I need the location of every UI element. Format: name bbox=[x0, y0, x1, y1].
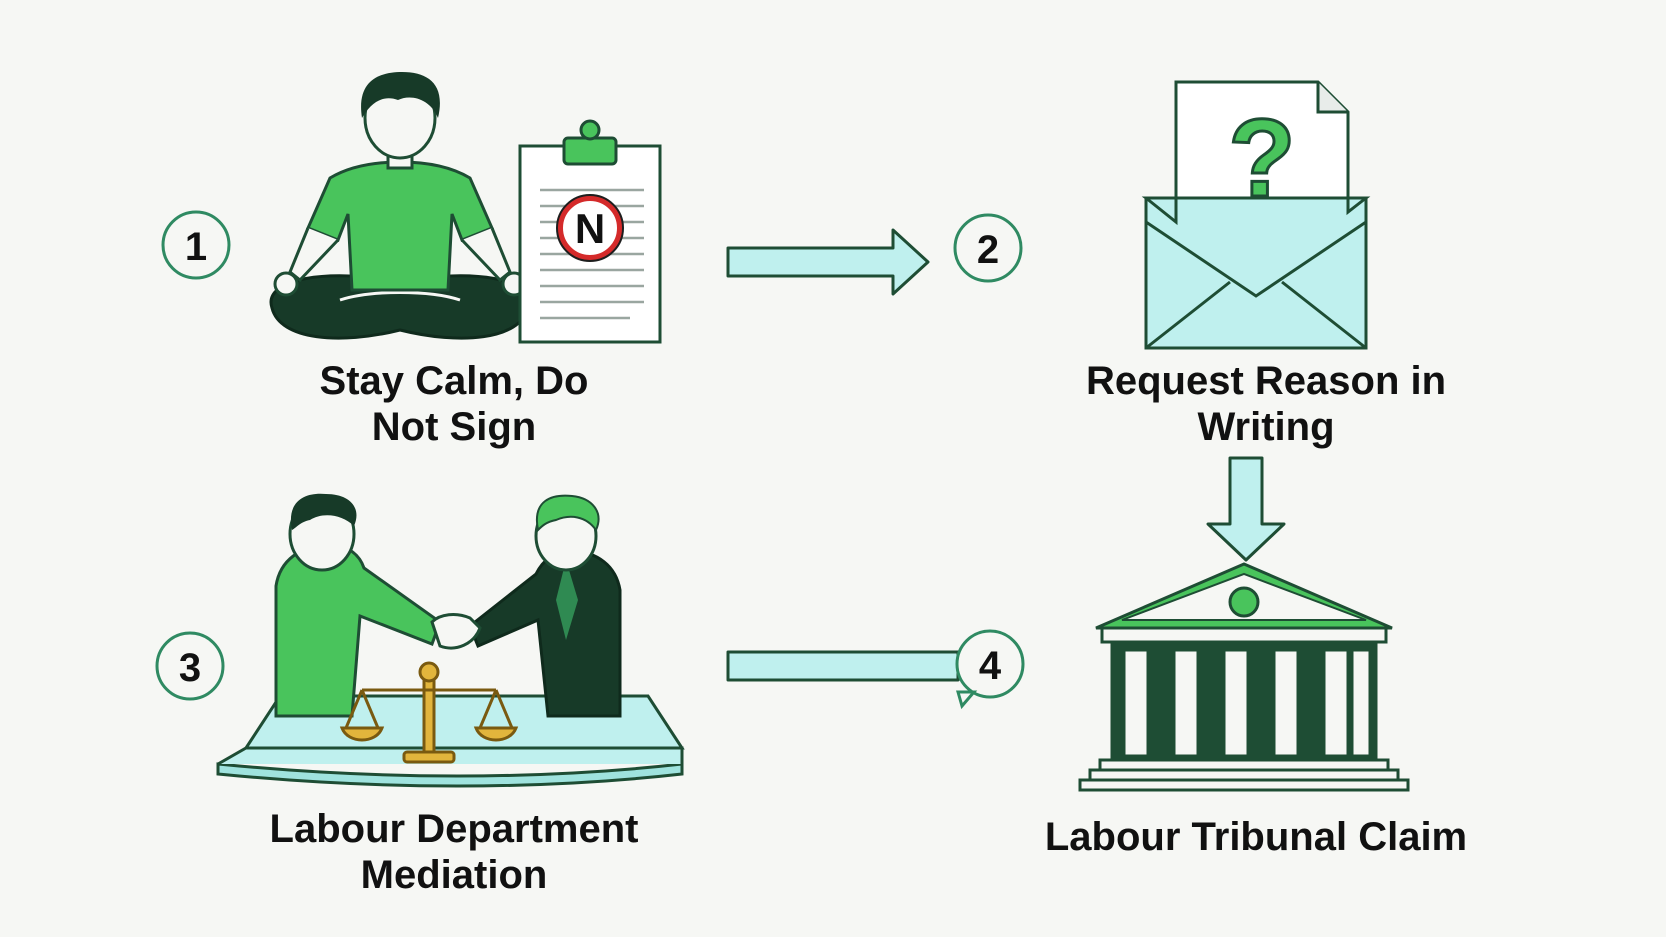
step-2-illustration: ? bbox=[1141, 80, 1371, 350]
no-sign-badge bbox=[557, 195, 623, 261]
svg-text:1: 1 bbox=[185, 225, 207, 269]
envelope-body bbox=[1144, 196, 1368, 350]
badge-letter: N bbox=[575, 205, 605, 252]
step-1-illustration: N bbox=[269, 72, 662, 344]
handshake bbox=[430, 613, 482, 650]
person-hair bbox=[361, 72, 440, 118]
courthouse-columns bbox=[1110, 640, 1378, 762]
step-number-3: 3 bbox=[155, 631, 225, 701]
clipboard-clip bbox=[562, 136, 618, 166]
svg-text:2: 2 bbox=[977, 228, 999, 272]
arrow-3-to-4 bbox=[726, 650, 960, 682]
step-2-title: Request Reason in Writing bbox=[1085, 359, 1447, 449]
arrow-1-to-2 bbox=[726, 228, 930, 296]
step-3-illustration bbox=[216, 493, 685, 788]
green-shirt bbox=[306, 160, 494, 292]
step-number-2: 2 bbox=[953, 213, 1023, 283]
step-number-1: 1 bbox=[161, 210, 231, 280]
step-number-4: 4 bbox=[955, 629, 1025, 710]
step-4-illustration bbox=[1078, 562, 1410, 792]
svg-text:3: 3 bbox=[179, 646, 201, 690]
scales-of-justice bbox=[339, 661, 519, 764]
step-3-title: Labour Department Mediation bbox=[269, 807, 639, 897]
arrow-2-to-4 bbox=[1206, 456, 1286, 562]
step-4-title: Labour Tribunal Claim bbox=[1044, 815, 1468, 859]
step-1-title: Stay Calm, Do Not Sign bbox=[319, 359, 589, 449]
svg-text:4: 4 bbox=[979, 644, 1002, 688]
